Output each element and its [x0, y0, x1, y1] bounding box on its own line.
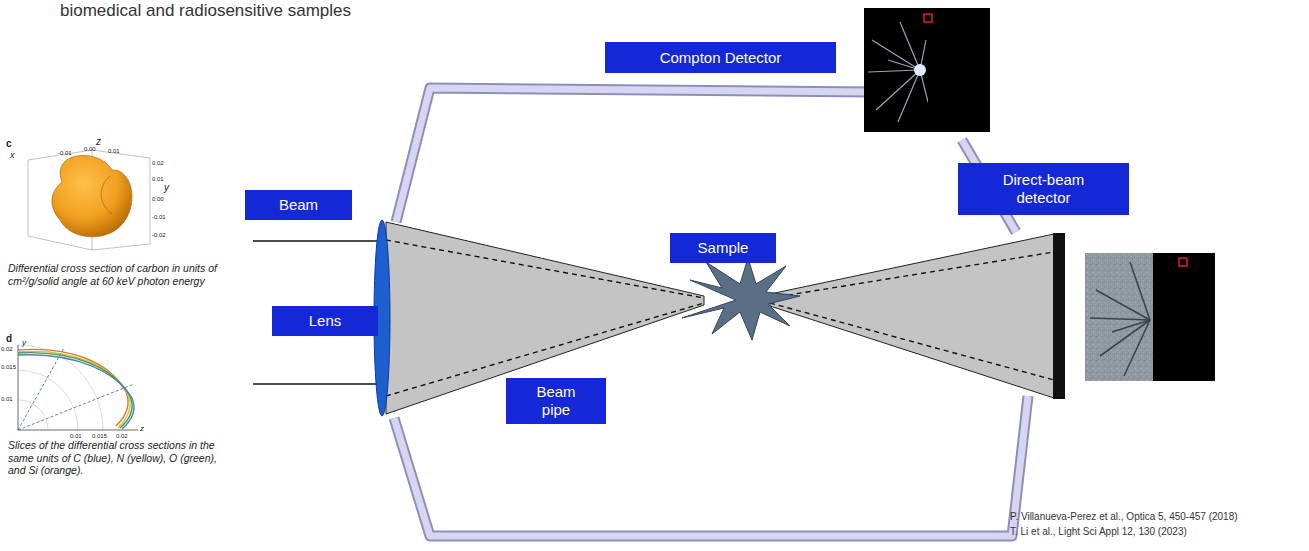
- panel-letter: c: [6, 138, 12, 150]
- axis-name: y: [22, 338, 26, 348]
- tick-value: 0.015: [1, 364, 16, 371]
- box-label: Beam: [279, 196, 318, 214]
- box-label: Beam pipe: [532, 383, 580, 419]
- axis-name: x: [10, 150, 15, 161]
- panel-letter: d: [6, 333, 12, 345]
- diverging-cone: [770, 234, 1054, 398]
- tick-value: 0.00: [152, 196, 164, 203]
- axis-name: y: [164, 182, 169, 194]
- axis-name: z: [140, 424, 144, 434]
- reference: P. Villanueva-Perez et al., Optica 5, 45…: [1010, 511, 1238, 523]
- box-label: Direct-beam detector: [984, 171, 1104, 207]
- tick-value: 0.01: [152, 176, 164, 183]
- tick-value: 0.02: [1, 346, 13, 353]
- beam-line: [253, 383, 380, 385]
- compton-image: [864, 8, 990, 132]
- tick-value: 0.00: [84, 146, 96, 153]
- tick-value: 0.02: [152, 160, 164, 167]
- box-label: Lens: [309, 312, 342, 330]
- label-box: Compton Detector: [605, 42, 836, 73]
- tick-value: 0.01: [1, 396, 13, 403]
- reference: T. Li et al., Light Sci Appl 12, 130 (20…: [1010, 526, 1187, 538]
- beam-line: [253, 240, 380, 242]
- box-label: Sample: [698, 239, 749, 257]
- cross-section-3d: [28, 150, 150, 250]
- cross-section-slices: [18, 345, 138, 430]
- tick-value: -0.01: [152, 214, 166, 221]
- label-box: Sample: [670, 233, 776, 263]
- figure-caption: Slices of the differential cross section…: [8, 439, 223, 477]
- tick-value: -0.01: [58, 150, 72, 157]
- figure-caption: Differential cross section of carbon in …: [8, 262, 238, 287]
- beam-dashes: [386, 240, 1054, 396]
- tick-value: -0.02: [152, 232, 166, 239]
- direct-beam-image: [1085, 253, 1215, 381]
- box-label: Compton Detector: [660, 49, 782, 67]
- sample-shape: [682, 258, 800, 340]
- heading-text: biomedical and radiosensitive samples: [60, 1, 351, 21]
- label-box: Beam pipe: [506, 378, 606, 424]
- label-box: Direct-beam detector: [958, 163, 1129, 215]
- detector-bar: [1053, 233, 1065, 399]
- tick-value: 0.01: [108, 148, 120, 155]
- label-box: Beam: [245, 190, 352, 220]
- axis-name: z: [96, 136, 101, 148]
- label-box: Lens: [272, 306, 378, 336]
